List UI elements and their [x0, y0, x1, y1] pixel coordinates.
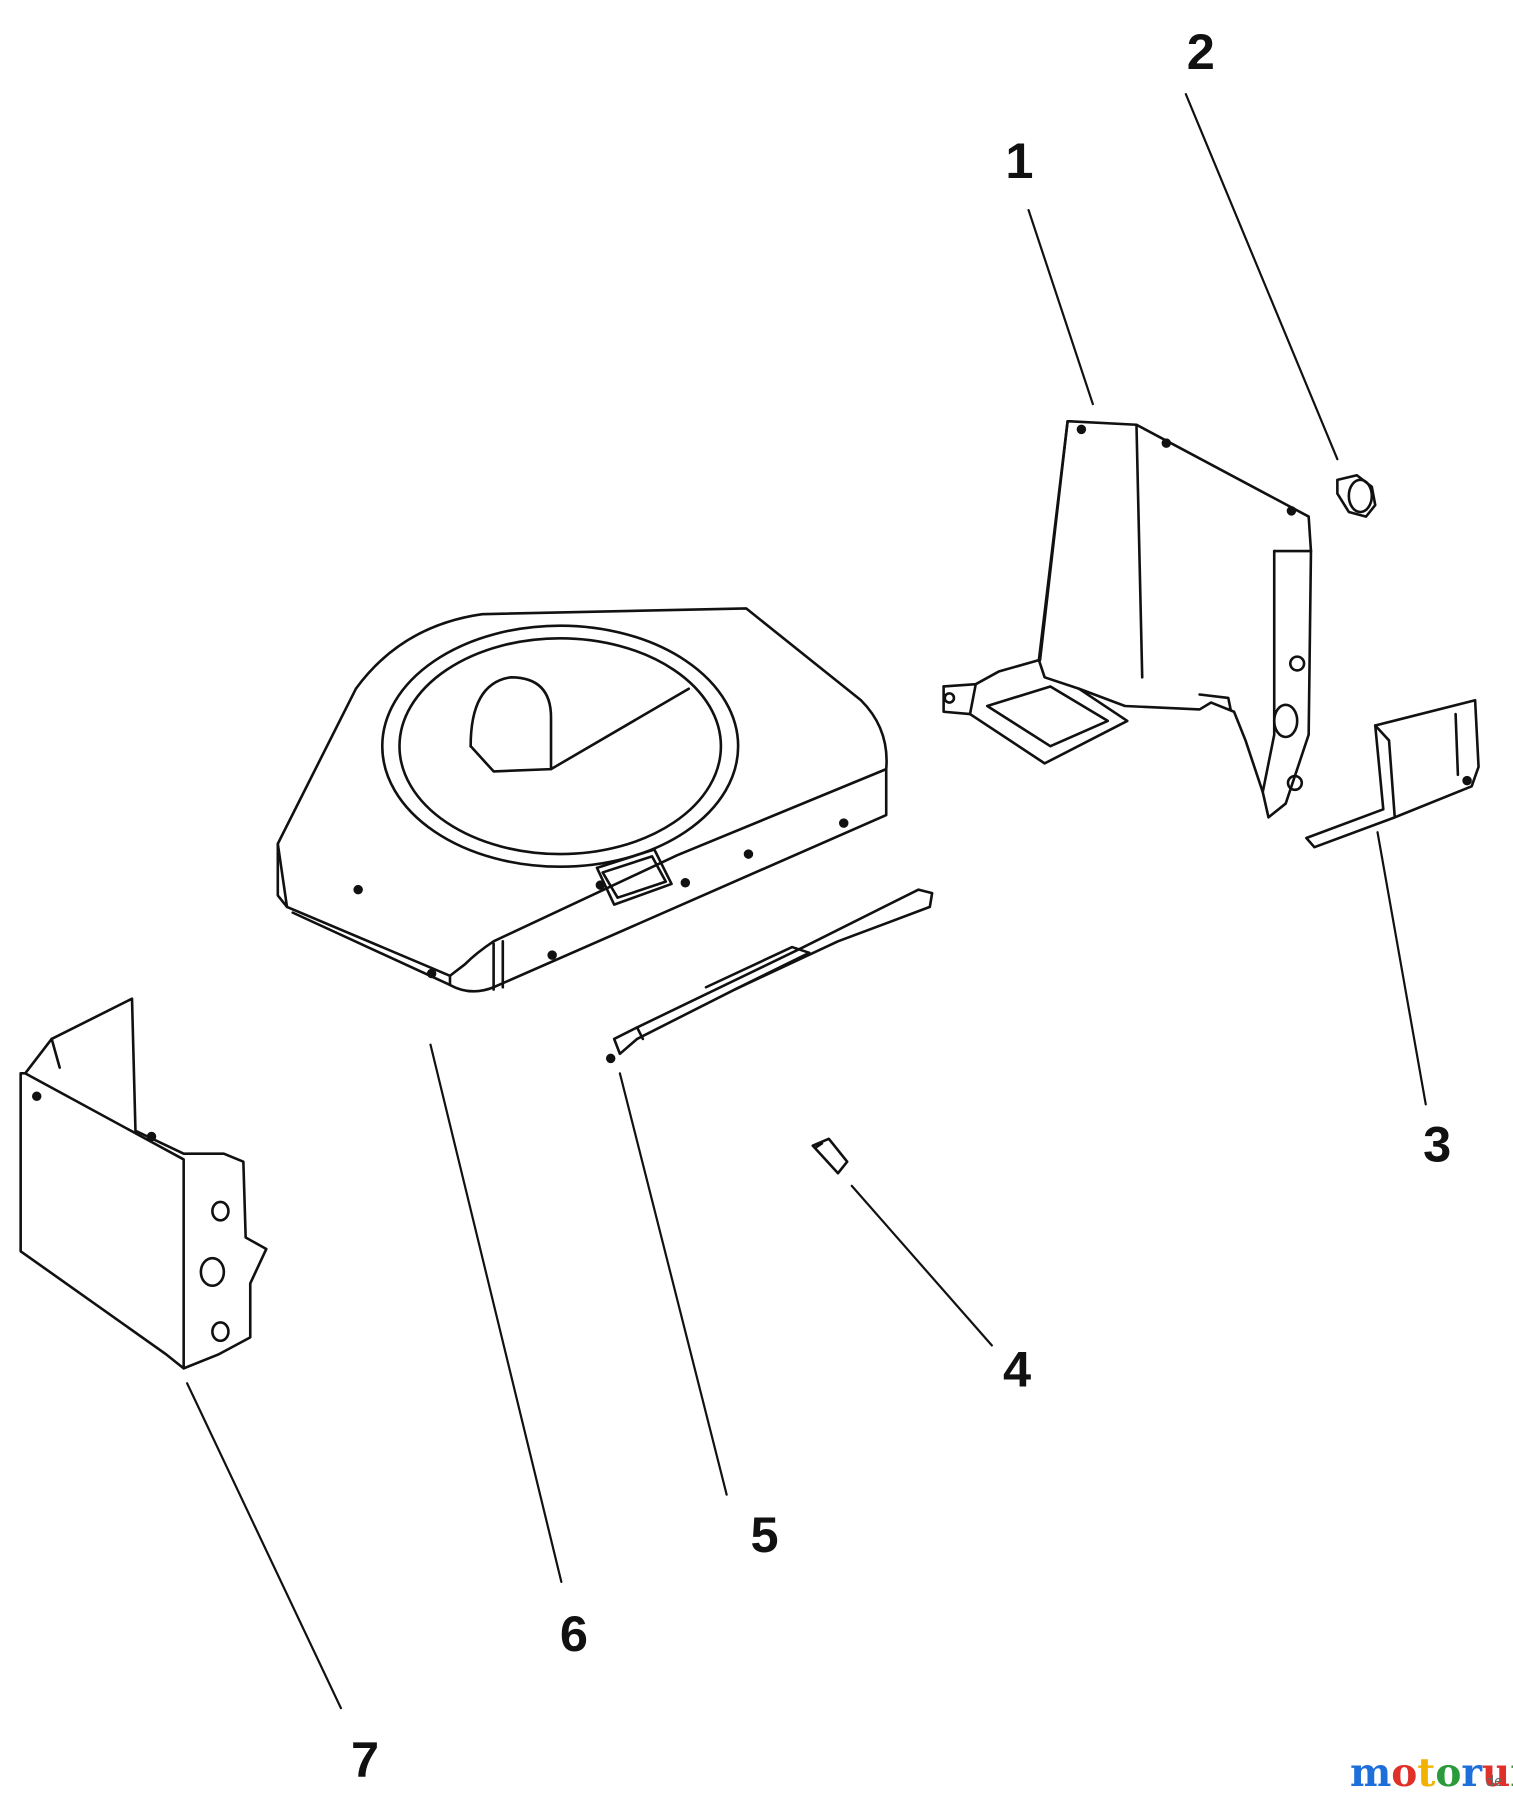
callout-1: 1 [1005, 132, 1033, 189]
part-4-screw [813, 1139, 847, 1173]
wm-suffix: de [1485, 1774, 1502, 1790]
wm-letter-u: u [1482, 1750, 1510, 1796]
part-2-clip [1337, 475, 1375, 516]
wm-letter-r: r [1461, 1750, 1482, 1796]
callout-5: 5 [750, 1506, 778, 1563]
callout-labels: 1 2 3 4 5 6 7 [351, 23, 1451, 1788]
wm-letter-o: o [1391, 1750, 1417, 1796]
callout-7: 7 [351, 1731, 379, 1788]
callout-4: 4 [1003, 1341, 1031, 1398]
svg-text:motoruf: motoruf [1350, 1750, 1513, 1796]
part-7-shield [21, 999, 267, 1369]
wm-letter-o2: o [1435, 1750, 1461, 1796]
callout-3: 3 [1423, 1116, 1451, 1173]
wm-letter-t: t [1417, 1750, 1435, 1796]
wm-letter-f: f [1510, 1750, 1513, 1796]
wm-letter-m: m [1350, 1750, 1391, 1796]
part-1-bracket [944, 421, 1311, 817]
callout-6: 6 [560, 1605, 588, 1662]
callout-2: 2 [1187, 23, 1215, 80]
part-6-blower-housing [278, 608, 887, 991]
part-5-baffle [607, 890, 932, 1062]
watermark-logo: motoruf de [1350, 1750, 1513, 1796]
leader-lines [187, 94, 1426, 1708]
part-3-lbracket [1306, 700, 1478, 847]
